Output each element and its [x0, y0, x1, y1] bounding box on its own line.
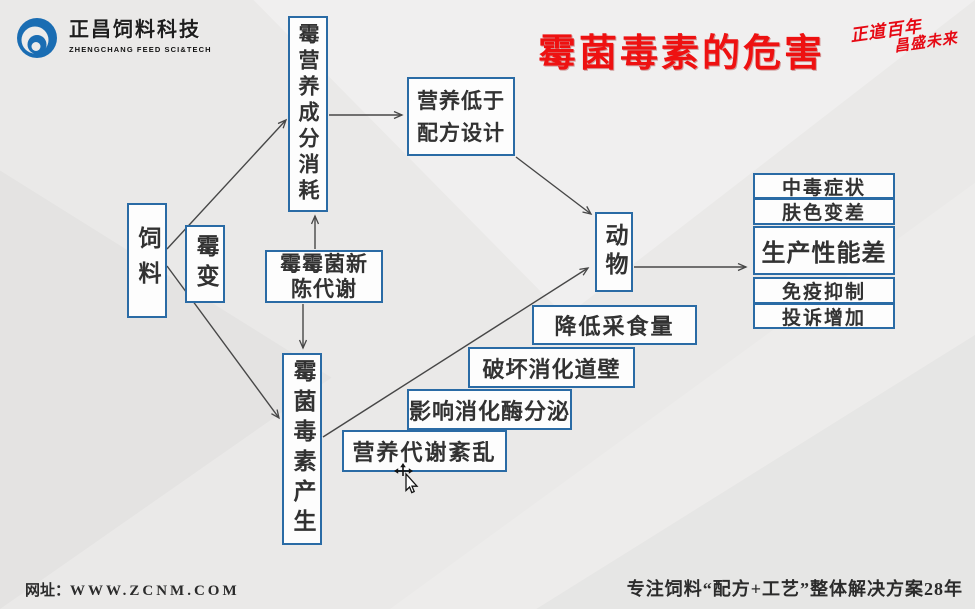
logo-text: 正昌饲料科技 ZHENGCHANG FEED SCI&TECH [69, 18, 212, 54]
node-feed[interactable]: 饲料 [127, 203, 167, 318]
footer-website: 网址：WWW.ZCNM.COM [25, 579, 240, 600]
page-title: 霉菌毒素的危害 [538, 33, 826, 75]
node-skin-color-worse[interactable]: 肤色变差 [753, 198, 895, 225]
node-nutrient-consumption[interactable]: 霉营养成分消耗 [288, 16, 328, 212]
node-nutrient-metabolism-disorder[interactable]: 营养代谢紊乱 [342, 430, 507, 472]
node-poor-performance[interactable]: 生产性能差 [753, 226, 895, 275]
edge-below-design-to-animal [515, 156, 591, 214]
node-reduced-feed-intake[interactable]: 降低采食量 [532, 305, 697, 345]
node-mycotoxin-production[interactable]: 霉菌毒素产生 [282, 353, 322, 545]
node-poisoning-symptoms[interactable]: 中毒症状 [753, 173, 895, 199]
node-complaints-increase[interactable]: 投诉增加 [753, 303, 895, 329]
zhengchang-logo-icon [17, 18, 57, 58]
node-gut-wall-damage[interactable]: 破坏消化道壁 [468, 347, 635, 388]
node-mold-metabolism[interactable]: 霉霉菌新 陈代谢 [265, 250, 383, 303]
website-label: 网址： [25, 583, 71, 599]
move-cursor-icon [394, 463, 419, 494]
node-nutrition-below-design[interactable]: 营养低于 配方设计 [407, 77, 515, 156]
website-url: WWW.ZCNM.COM [70, 583, 240, 599]
node-digestive-enzyme-secretion[interactable]: 影响消化酶分泌 [407, 389, 572, 430]
brand-name-en: ZHENGCHANG FEED SCI&TECH [69, 45, 212, 54]
company-logo: 正昌饲料科技 ZHENGCHANG FEED SCI&TECH [15, 16, 212, 62]
node-mildew[interactable]: 霉变 [185, 225, 225, 303]
node-immunosuppression[interactable]: 免疫抑制 [753, 277, 895, 304]
footer-slogan: 专注饲料“配方+工艺”整体解决方案28年 [626, 579, 963, 599]
node-animal[interactable]: 动物 [595, 212, 633, 292]
edge-toxin-to-animal [322, 268, 588, 438]
brand-name-cn: 正昌饲料科技 [69, 19, 201, 41]
